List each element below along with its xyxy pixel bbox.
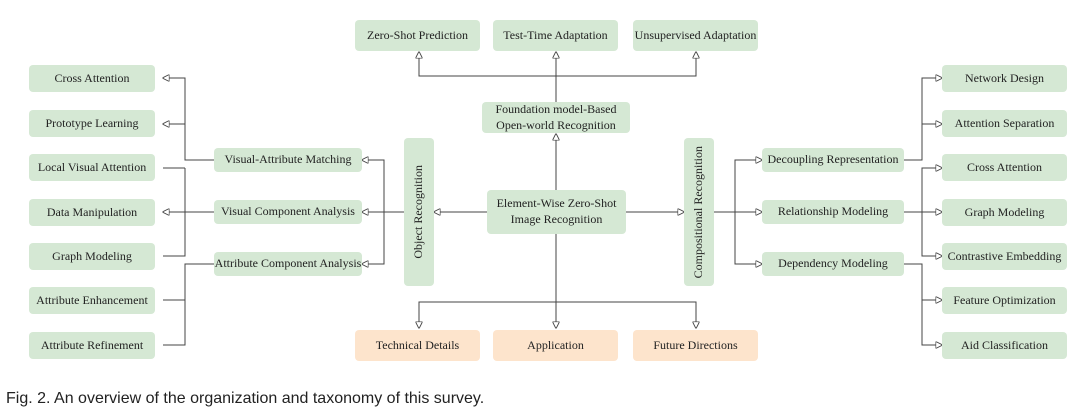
left-leaf-graph-modeling: Graph Modeling [29, 243, 155, 270]
right-leaf-aid-classification: Aid Classification [942, 332, 1067, 359]
right-leaf-graph-modeling: Graph Modeling [942, 199, 1067, 226]
figure-caption: Fig. 2. An overview of the organization … [6, 390, 485, 407]
compositional-recognition-node: Compositional Recognition [684, 138, 714, 286]
right-leaf-contrastive-embedding: Contrastive Embedding [942, 243, 1067, 270]
connector-lines [0, 0, 1080, 380]
right-leaf-network-design: Network Design [942, 65, 1067, 92]
test-time-adaptation-node: Test-Time Adaptation [493, 20, 618, 51]
application-node: Application [493, 330, 618, 361]
center-node: Element-Wise Zero-Shot Image Recognition [487, 190, 626, 234]
compositional-recognition-label: Compositional Recognition [691, 145, 706, 279]
object-recognition-node: Object Recognition [404, 138, 434, 286]
zero-shot-prediction-node: Zero-Shot Prediction [355, 20, 480, 51]
technical-details-node: Technical Details [355, 330, 480, 361]
visual-attribute-matching-node: Visual-Attribute Matching [214, 148, 362, 172]
foundation-model-node: Foundation model-Based Open-world Recogn… [482, 102, 630, 133]
object-recognition-label: Object Recognition [411, 165, 426, 259]
relationship-modeling-node: Relationship Modeling [762, 200, 904, 224]
left-leaf-data-manipulation: Data Manipulation [29, 199, 155, 226]
unsupervised-adaptation-node: Unsupervised Adaptation [633, 20, 758, 51]
left-leaf-prototype-learning: Prototype Learning [29, 110, 155, 137]
visual-component-analysis-node: Visual Component Analysis [214, 200, 362, 224]
attribute-component-analysis-node: Attribute Component Analysis [214, 252, 362, 276]
left-leaf-attribute-enhancement: Attribute Enhancement [29, 287, 155, 314]
right-leaf-cross-attention: Cross Attention [942, 154, 1067, 181]
left-leaf-cross-attention: Cross Attention [29, 65, 155, 92]
right-leaf-attention-separation: Attention Separation [942, 110, 1067, 137]
future-directions-node: Future Directions [633, 330, 758, 361]
decoupling-representation-node: Decoupling Representation [762, 148, 904, 172]
dependency-modeling-node: Dependency Modeling [762, 252, 904, 276]
left-leaf-attribute-refinement: Attribute Refinement [29, 332, 155, 359]
right-leaf-feature-optimization: Feature Optimization [942, 287, 1067, 314]
left-leaf-local-visual-attention: Local Visual Attention [29, 154, 155, 181]
